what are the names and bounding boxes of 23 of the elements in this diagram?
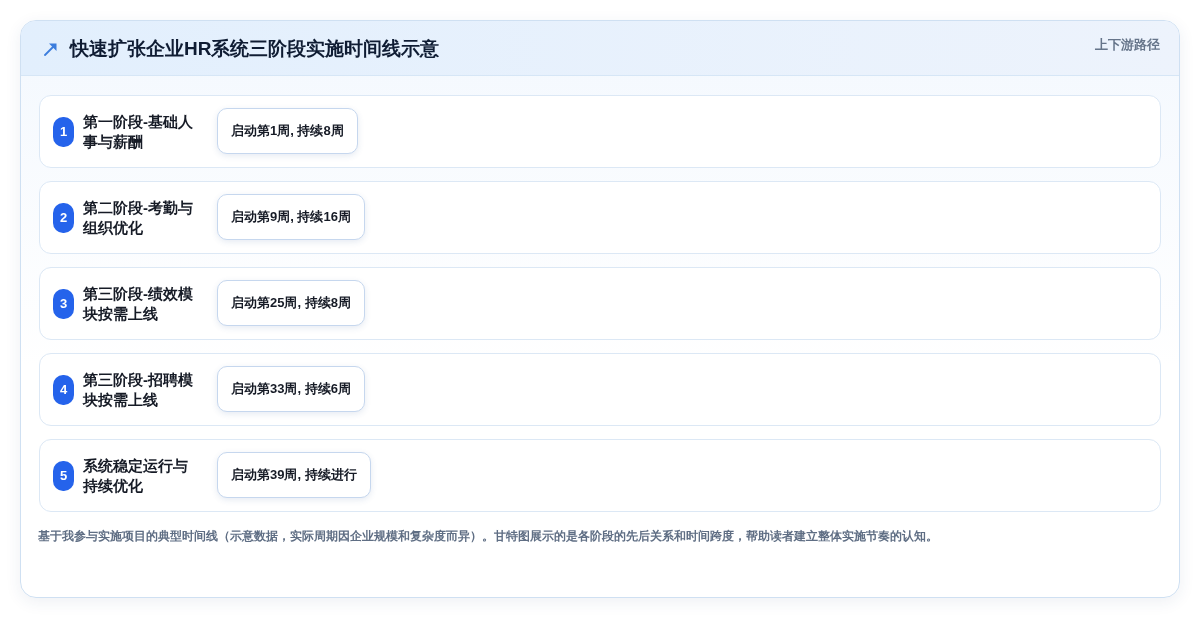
- header-note: 上下游路径: [1095, 36, 1160, 54]
- step-number-badge: 3: [53, 289, 74, 319]
- phase-row: [39, 181, 1161, 254]
- step-number-badge: 2: [53, 203, 74, 233]
- phase-name: 系统稳定运行与持续优化: [83, 456, 189, 496]
- phase-name: 第一阶段-基础人事与薪酬: [83, 112, 194, 152]
- duration-tag: 启动第39周, 持续进行: [217, 452, 371, 498]
- phase-name: 第三阶段-绩效模块按需上线: [83, 284, 194, 324]
- phase-row: [39, 439, 1161, 512]
- step-number-badge: 5: [53, 461, 74, 491]
- diagram-title: 快速扩张企业HR系统三阶段实施时间线示意: [70, 37, 440, 61]
- phase-row: [39, 95, 1161, 168]
- phase-row: [39, 267, 1161, 340]
- caption-text: 基于我参与实施项目的典型时间线（示意数据，实际周期因企业规模和复杂度而异）。甘特图展示的是各阶段的先后关系和时间跨度，帮助读者建立整体实施节奏的认知。: [38, 528, 938, 545]
- duration-tag: 启动第33周, 持续6周: [217, 366, 365, 412]
- step-number-badge: 1: [53, 117, 74, 147]
- duration-tag: 启动第25周, 持续8周: [217, 280, 365, 326]
- step-number-badge: 4: [53, 375, 74, 405]
- duration-tag: 启动第9周, 持续16周: [217, 194, 365, 240]
- phase-name: 第三阶段-招聘模块按需上线: [83, 370, 194, 410]
- duration-tag: 启动第1周, 持续8周: [217, 108, 358, 154]
- phase-name: 第二阶段-考勤与组织优化: [83, 198, 194, 238]
- phase-row: [39, 353, 1161, 426]
